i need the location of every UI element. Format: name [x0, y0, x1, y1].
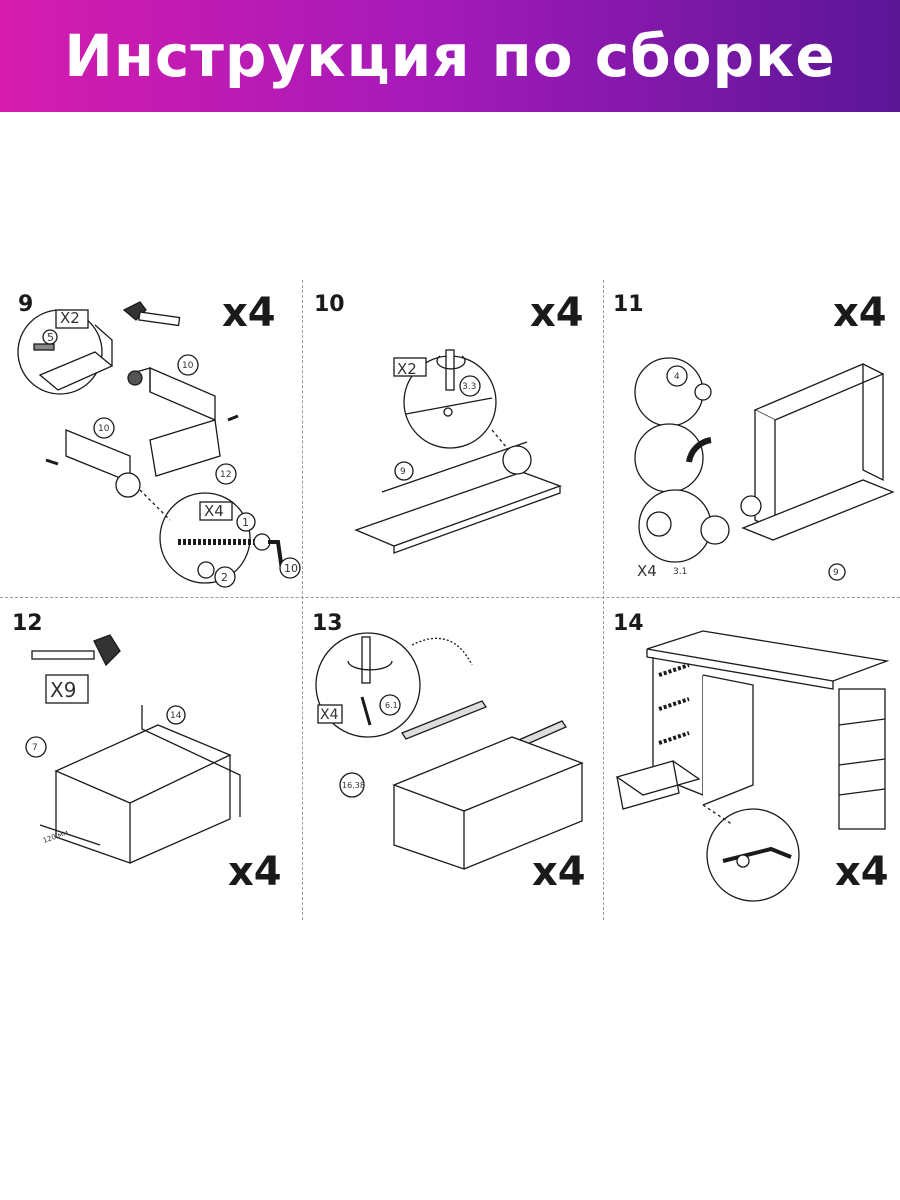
part-label: 3.1: [673, 567, 687, 577]
step-9-illustration: X2 5 10 10 12 X4 1 2 10: [17, 301, 301, 588]
step-multiplier: x4: [532, 849, 586, 895]
step-14-illustration: [615, 630, 890, 902]
step-number: 14: [613, 611, 644, 636]
step-11-illustration: 4 X4 3.1 9: [634, 357, 895, 581]
qty-label: X9: [50, 678, 76, 702]
step-10: 10 x4 X2 3.3 9: [302, 280, 602, 590]
part-label: 9: [400, 467, 406, 477]
step-13: 13 x4 X4 6.1 16.38: [302, 605, 602, 915]
step-multiplier: x4: [228, 849, 282, 895]
qty-label: X4: [637, 562, 657, 580]
step-multiplier: x4: [833, 290, 887, 336]
step-number: 9: [18, 292, 34, 317]
qty-label: X2: [397, 360, 417, 378]
part-label: 4: [674, 372, 680, 382]
part-label: 2: [221, 571, 228, 584]
part-label: 12: [220, 470, 231, 480]
divider-vertical-2: [603, 280, 604, 920]
step-multiplier: x4: [530, 290, 584, 336]
header-banner: Инструкция по сборке: [0, 0, 900, 112]
step-multiplier: x4: [222, 290, 276, 336]
part-label: 1: [242, 516, 249, 529]
part-label: 6.1: [385, 701, 398, 710]
instruction-grid: 9 x4: [0, 260, 900, 920]
divider-vertical-1: [302, 280, 303, 920]
part-label: 7: [32, 743, 38, 753]
part-label: 9: [833, 568, 839, 578]
part-label: 10: [284, 562, 298, 575]
divider-horizontal: [0, 597, 900, 598]
step-10-illustration: X2 3.3 9: [354, 349, 562, 554]
step-14: 14 x4: [603, 605, 900, 915]
step-12-illustration: X9 14 7 120 мм: [25, 634, 241, 864]
step-12: 12 x4 X9 14 7 120 мм: [0, 605, 300, 915]
step-number: 10: [314, 292, 345, 317]
step-11: 11 x4 4 X4 3.1: [603, 280, 900, 590]
qty-label: X2: [60, 309, 80, 327]
step-number: 12: [12, 611, 43, 636]
qty-label: X4: [320, 707, 339, 723]
step-multiplier: x4: [835, 849, 889, 895]
hammer-icon: [122, 301, 181, 327]
page-title: Инструкция по сборке: [64, 22, 836, 90]
hammer-icon: [31, 634, 121, 667]
part-label: 3.3: [462, 382, 476, 392]
part-label: 16.38: [342, 781, 365, 790]
qty-label: X4: [204, 502, 224, 520]
step-9: 9 x4: [0, 280, 301, 590]
step-13-illustration: X4 6.1 16.38: [315, 632, 584, 870]
part-label: 10: [182, 361, 194, 371]
part-label: 14: [170, 711, 182, 721]
part-label: 10: [98, 424, 110, 434]
step-number: 13: [312, 611, 343, 636]
part-label: 5: [47, 331, 54, 344]
step-number: 11: [613, 292, 644, 317]
